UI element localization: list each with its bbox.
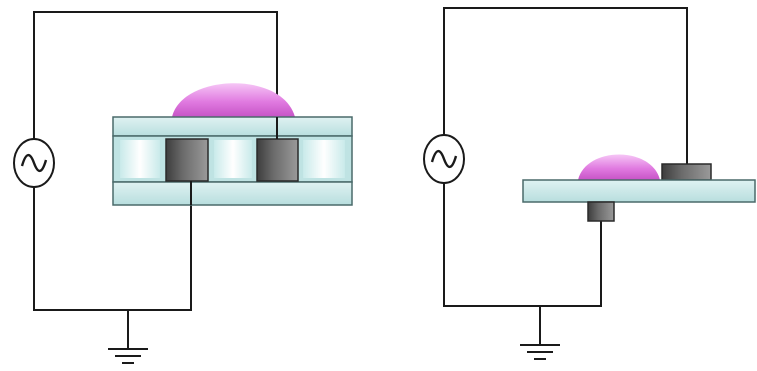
right-ac-source xyxy=(423,134,465,184)
right-droplet xyxy=(578,154,660,180)
right-ground-icon xyxy=(520,344,560,360)
left-sine-icon xyxy=(20,153,48,173)
left-top-wire xyxy=(33,11,278,140)
right-top-wire xyxy=(443,7,688,165)
right-bottom-wire xyxy=(443,183,602,307)
left-panel xyxy=(13,11,353,364)
left-dielectric-stack xyxy=(112,116,353,206)
left-ac-source xyxy=(13,138,55,188)
right-droplet-shape xyxy=(578,154,660,180)
left-top-plate xyxy=(112,116,353,137)
left-bottom-wire xyxy=(33,150,192,311)
left-ground-icon xyxy=(108,348,148,364)
right-wires xyxy=(443,7,688,344)
left-window-2 xyxy=(214,140,252,178)
left-window-1 xyxy=(120,140,160,178)
right-substrate xyxy=(522,179,756,203)
left-electrode-2 xyxy=(256,138,299,182)
right-top-electrode xyxy=(661,163,712,181)
left-contacts xyxy=(190,117,278,205)
left-droplet-shape xyxy=(172,83,295,117)
left-wires xyxy=(33,11,278,348)
right-sine-icon xyxy=(430,149,458,169)
left-window-3 xyxy=(303,140,345,178)
left-droplet xyxy=(172,83,295,117)
left-bottom-plate xyxy=(112,181,353,206)
left-electrode-1 xyxy=(165,138,209,182)
right-panel xyxy=(423,7,756,360)
right-bottom-electrode xyxy=(587,201,615,222)
